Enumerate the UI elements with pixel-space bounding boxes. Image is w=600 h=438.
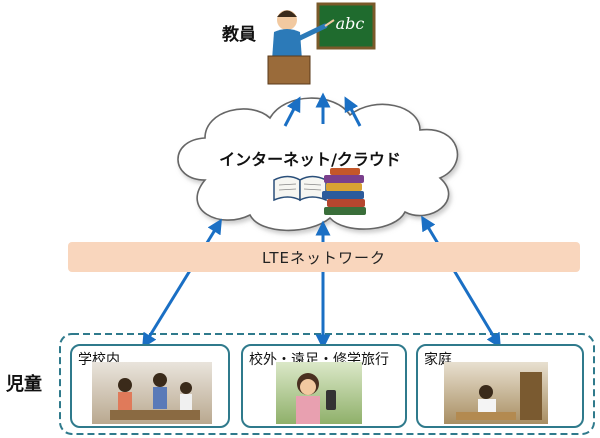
cloud-shape [177, 97, 459, 232]
location-title-school: 学校内 [78, 352, 120, 368]
location-title-field-trip: 校外・遠足・修学旅行 [249, 352, 389, 368]
location-box-home: 家庭 [416, 344, 584, 428]
arrow-up-left [283, 96, 301, 127]
arrow-home [421, 215, 501, 349]
chalkboard-text: abc [335, 14, 365, 33]
location-title-home: 家庭 [424, 352, 452, 368]
cloud-label: インターネット/クラウド [219, 150, 401, 169]
teacher-icon [267, 2, 376, 85]
arrow-up-right [344, 96, 362, 127]
location-box-school: 学校内 [70, 344, 230, 428]
lte-network-label: LTEネットワーク [262, 248, 386, 267]
open-book-icon [273, 175, 327, 202]
students-label: 児童 [6, 374, 42, 395]
location-box-field-trip: 校外・遠足・修学旅行 [241, 344, 407, 428]
lte-network-bar: LTEネットワーク [68, 242, 580, 272]
teacher-label: 教員 [222, 25, 256, 45]
book-stack-icon [322, 168, 366, 215]
